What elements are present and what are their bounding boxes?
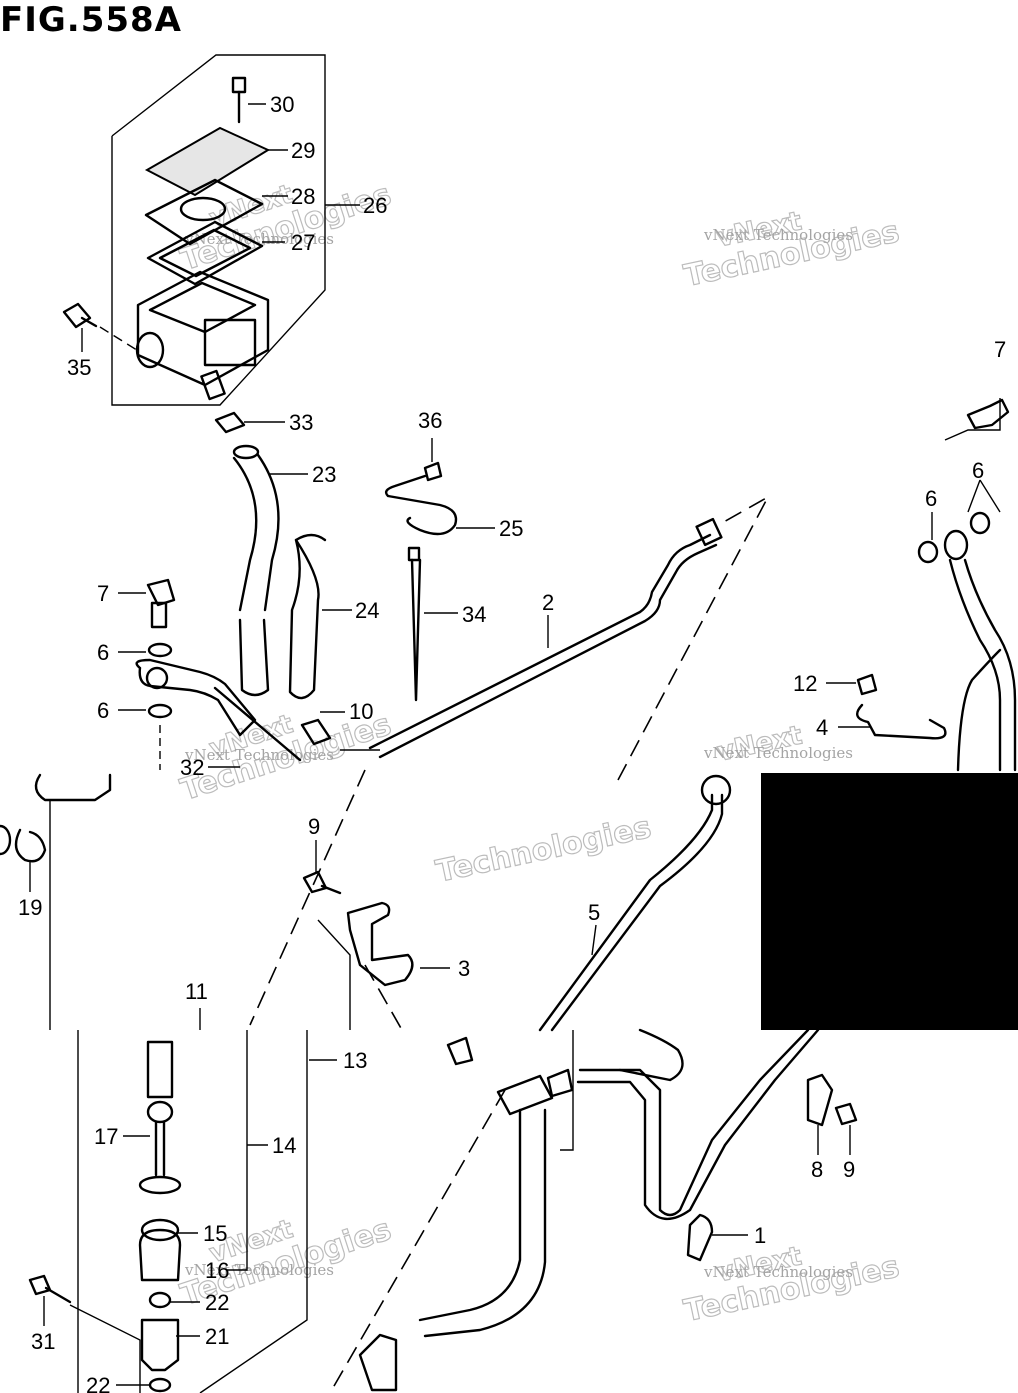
callout-34: 34: [462, 602, 486, 627]
callout-26: 26: [363, 193, 387, 218]
callout-3: 3: [458, 956, 470, 981]
callout-10: 10: [349, 699, 373, 724]
callout-7-left: 7: [97, 581, 109, 606]
master-cylinder-internals: [28, 1008, 308, 1393]
callout-2: 2: [542, 590, 554, 615]
callout-28: 28: [291, 184, 315, 209]
callout-6-right-mid: 6: [925, 486, 937, 511]
callout-33: 33: [289, 410, 313, 435]
callout-24: 24: [355, 598, 379, 623]
callout-29: 29: [291, 138, 315, 163]
callout-5: 5: [588, 900, 600, 925]
callout-15: 15: [203, 1221, 227, 1246]
brake-pipe-upper: [340, 494, 770, 781]
reservoir-assembly: [62, 54, 326, 406]
callout-25: 25: [499, 516, 523, 541]
callout-22-bottom: 22: [86, 1373, 110, 1393]
callout-4: 4: [816, 715, 828, 740]
callout-31: 31: [31, 1329, 55, 1354]
figure-title: FIG.558A: [0, 0, 182, 40]
callout-22-top: 22: [205, 1290, 229, 1315]
callout-16: 16: [205, 1258, 229, 1283]
watermark-caption: vNext Technologies: [703, 744, 853, 762]
callout-12: 12: [793, 671, 817, 696]
callout-32: 32: [180, 755, 204, 780]
callout-30: 30: [270, 92, 294, 117]
hose-assembly: [214, 411, 458, 702]
callout-36: 36: [418, 408, 442, 433]
callout-19: 19: [18, 895, 42, 920]
callout-8: 8: [811, 1157, 823, 1182]
callout-35: 35: [67, 355, 91, 380]
callout-23: 23: [312, 462, 336, 487]
redaction-block: [761, 773, 1018, 1030]
bracket-assembly: [249, 769, 414, 1031]
brake-pipe-lower: [329, 774, 858, 1393]
callout-labels: 30 29 28 26 27 35 33 23 36 25 7 6 24 6 2…: [18, 92, 1006, 1393]
hose-assembly-right: [856, 398, 1017, 772]
callout-6-left-a: 6: [97, 640, 109, 665]
callout-6-left-b: 6: [97, 698, 109, 723]
watermark-brand-sub: Technologies: [433, 810, 654, 890]
lower-left-parts: [0, 773, 112, 1030]
callout-17: 17: [94, 1124, 118, 1149]
callout-27: 27: [291, 230, 315, 255]
callout-1: 1: [754, 1223, 766, 1248]
watermark-caption: vNext Technologies: [184, 746, 334, 764]
callout-6-right-top: 6: [972, 458, 984, 483]
callout-13: 13: [343, 1048, 367, 1073]
callout-9-top: 9: [308, 814, 320, 839]
watermark-layer: vNext Technologies vNext Technologies vN…: [176, 177, 903, 1330]
callout-14: 14: [272, 1133, 296, 1158]
callout-7-right: 7: [994, 337, 1006, 362]
watermark-caption: vNext Technologies: [703, 226, 853, 244]
watermark-caption: vNext Technologies: [184, 1261, 334, 1279]
watermark-caption: vNext Technologies: [703, 1263, 853, 1281]
leader-lines: [29, 103, 1001, 1386]
callout-9-bottom: 9: [843, 1157, 855, 1182]
banjo-fittings-left: [135, 578, 332, 770]
callout-21: 21: [205, 1324, 229, 1349]
callout-11: 11: [185, 979, 208, 1004]
